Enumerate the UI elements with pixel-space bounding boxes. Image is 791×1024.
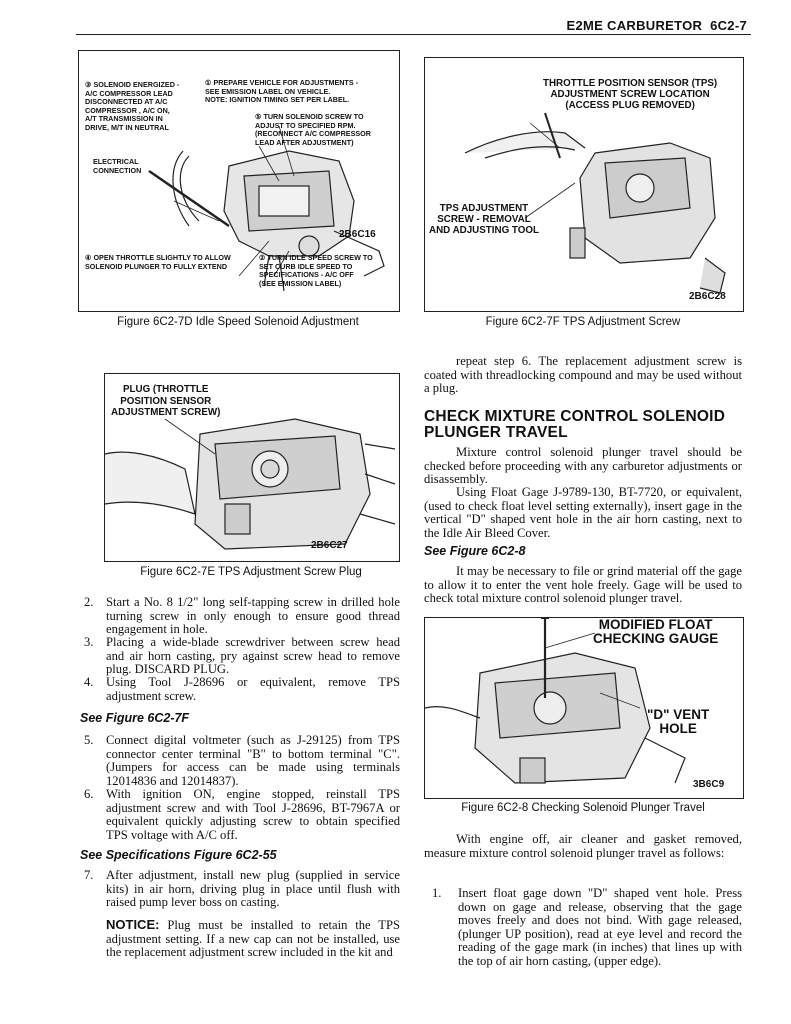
list-item-3: 3. Placing a wide-blade screwdriver betw… (84, 635, 400, 678)
figure-6c2-7e-drawing (105, 418, 396, 550)
section-heading: CHECK MIXTURE CONTROL SOLENOID PLUNGER T… (424, 408, 726, 441)
list-item-5-text: Connect digital voltmeter (such as J-291… (106, 733, 400, 788)
list-item-7-number: 7. (84, 868, 94, 882)
right-paragraph-4: It may be necessary to file or grind mat… (424, 564, 742, 606)
list-item-3-number: 3. (84, 635, 94, 649)
fig8-label-gauge: MODIFIED FLOAT CHECKING GAUGE (593, 617, 719, 646)
right-list-item-1-number: 1. (432, 886, 442, 900)
figure-6c2-7e: PLUG (THROTTLE POSITION SENSOR ADJUSTMEN… (104, 373, 400, 562)
figure-6c2-8-drawing (425, 618, 686, 784)
list-item-2-text: Start a No. 8 1/2" long self-tapping scr… (106, 595, 400, 637)
notice-text: Plug must be installed to retain the TPS… (106, 918, 400, 960)
right-list-item-1: 1. Insert float gage down "D" shaped ven… (432, 886, 742, 971)
notice-label: NOTICE: (106, 917, 160, 932)
fig7d-label-electrical-connection: ELECTRICAL CONNECTION (93, 157, 142, 175)
right-paragraph-1: repeat step 6. The replacement adjustmen… (424, 354, 742, 396)
list-item-4: 4. Using Tool J-28696 or equivalent, rem… (84, 675, 400, 704)
figure-6c2-7d: ③ SOLENOID ENERGIZED - A/C COMPRESSOR LE… (78, 50, 400, 312)
list-item-5: 5. Connect digital voltmeter (such as J-… (84, 733, 400, 790)
figure-6c2-8: MODIFIED FLOAT CHECKING GAUGE "D" VENT H… (424, 617, 744, 799)
list-item-6-text: With ignition ON, engine stopped, reinst… (106, 787, 400, 842)
list-item-5-number: 5. (84, 733, 94, 747)
see-figure-6c2-7f: See Figure 6C2-7F (80, 711, 190, 725)
list-item-2: 2. Start a No. 8 1/2" long self-tapping … (84, 595, 400, 638)
page-header: E2ME CARBURETOR 6C2-7 (567, 18, 747, 33)
fig7e-code: 2B6C27 (311, 540, 348, 551)
list-item-6: 6. With ignition ON, engine stopped, rei… (84, 787, 400, 844)
list-item-7: 7. After adjustment, install new plug (s… (84, 868, 400, 911)
list-item-2-number: 2. (84, 595, 94, 609)
fig7f-code: 2B6C28 (689, 291, 726, 302)
fig7f-caption: Figure 6C2-7F TPS Adjustment Screw (485, 316, 681, 328)
figure-6c2-7f: THROTTLE POSITION SENSOR (TPS) ADJUSTMEN… (424, 57, 744, 312)
list-item-4-text: Using Tool J-28696 or equivalent, remove… (106, 675, 400, 703)
fig7f-label-tps-location: THROTTLE POSITION SENSOR (TPS) ADJUSTMEN… (543, 78, 718, 112)
right-paragraph-5: With engine off, air cleaner and gasket … (424, 832, 742, 860)
right-paragraph-2: Mixture control solenoid plunger travel … (424, 445, 742, 487)
right-paragraph-3: Using Float Gage J-9789-130, BT-7720, or… (424, 485, 742, 540)
fig7d-code: 2B6C16 (339, 229, 376, 240)
header-page-number: 6C2-7 (710, 18, 747, 33)
list-item-4-number: 4. (84, 675, 94, 689)
figure-6c2-7d-drawing (148, 125, 385, 292)
list-item-7-text: After adjustment, install new plug (supp… (106, 868, 400, 910)
fig7d-label-solenoid-energized: ③ SOLENOID ENERGIZED - A/C COMPRESSOR LE… (85, 80, 180, 132)
see-specifications-figure: See Specifications Figure 6C2-55 (80, 848, 277, 862)
header-rule (76, 34, 751, 35)
fig7e-label-plug: PLUG (THROTTLE POSITION SENSOR ADJUSTMEN… (111, 384, 221, 418)
fig7d-label-open-throttle: ④ OPEN THROTTLE SLIGHTLY TO ALLOW SOLENO… (85, 253, 231, 271)
fig8-code: 3B6C9 (693, 779, 725, 790)
header-title: E2ME CARBURETOR (566, 18, 703, 33)
fig8-caption: Figure 6C2-8 Checking Solenoid Plunger T… (461, 802, 705, 814)
fig7e-caption: Figure 6C2-7E TPS Adjustment Screw Plug (140, 566, 362, 578)
fig7d-label-turn-solenoid-screw: ⑤ TURN SOLENOID SCREW TO ADJUST TO SPECI… (255, 112, 371, 147)
right-list-item-1-text: Insert float gage down "D" shaped vent h… (458, 886, 742, 968)
list-item-6-number: 6. (84, 787, 94, 801)
fig7d-label-prepare-vehicle: ① PREPARE VEHICLE FOR ADJUSTMENTS - SEE … (205, 78, 358, 105)
list-item-3-text: Placing a wide-blade screwdriver between… (106, 635, 400, 677)
fig8-label-vent-hole: "D" VENT HOLE (647, 707, 710, 736)
fig7d-label-turn-idle-speed-screw: ② TURN IDLE SPEED SCREW TO SET CURB IDLE… (259, 253, 373, 288)
figure-6c2-7f-drawing (464, 112, 726, 294)
fig7f-label-removal-tool: TPS ADJUSTMENT SCREW - REMOVAL AND ADJUS… (429, 203, 539, 237)
fig7d-caption: Figure 6C2-7D Idle Speed Solenoid Adjust… (117, 316, 359, 328)
see-figure-6c2-8: See Figure 6C2-8 (424, 544, 526, 558)
notice-paragraph: NOTICE: Plug must be installed to retain… (106, 918, 400, 960)
